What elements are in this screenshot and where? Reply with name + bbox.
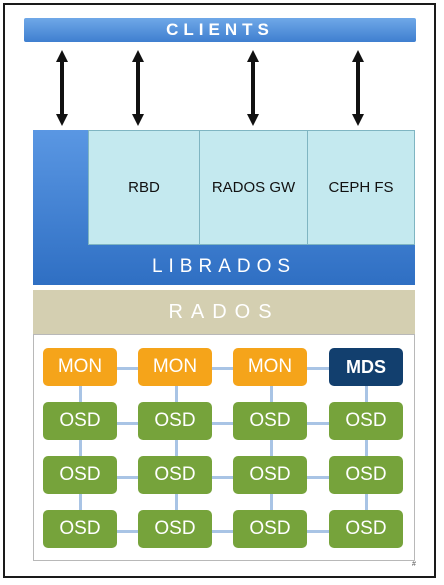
footer-mark: # bbox=[412, 561, 416, 568]
bidirectional-arrow bbox=[352, 50, 364, 126]
connector-line bbox=[175, 365, 178, 535]
osd-node: OSD bbox=[43, 402, 117, 440]
rados-gw-box: RADOS GW bbox=[199, 130, 308, 245]
connector-line bbox=[74, 422, 364, 425]
osd-node: OSD bbox=[329, 456, 403, 494]
connector-line bbox=[365, 365, 368, 535]
cluster-grid: MON MON MON MDS OSD OSD OSD OSD OSD OSD … bbox=[33, 334, 415, 561]
osd-node: OSD bbox=[233, 510, 307, 548]
osd-node: OSD bbox=[43, 510, 117, 548]
connector-line bbox=[74, 476, 364, 479]
connector-line bbox=[74, 367, 364, 370]
clients-bar: CLIENTS bbox=[24, 18, 416, 42]
bidirectional-arrow bbox=[132, 50, 144, 126]
osd-node: OSD bbox=[43, 456, 117, 494]
rados-bar: RADOS bbox=[33, 290, 415, 334]
osd-node: OSD bbox=[138, 510, 212, 548]
bidirectional-arrow bbox=[247, 50, 259, 126]
mon-node: MON bbox=[43, 348, 117, 386]
mon-node: MON bbox=[233, 348, 307, 386]
connector-line bbox=[74, 530, 364, 533]
mon-node: MON bbox=[138, 348, 212, 386]
rbd-box: RBD bbox=[88, 130, 200, 245]
osd-node: OSD bbox=[138, 402, 212, 440]
connector-line bbox=[270, 365, 273, 535]
osd-node: OSD bbox=[329, 402, 403, 440]
librados-label: LIBRADOS bbox=[151, 256, 297, 277]
mds-node: MDS bbox=[329, 348, 403, 386]
ceph-fs-box: CEPH FS bbox=[307, 130, 415, 245]
osd-node: OSD bbox=[233, 402, 307, 440]
osd-node: OSD bbox=[233, 456, 307, 494]
bidirectional-arrow bbox=[56, 50, 68, 126]
connector-line bbox=[79, 365, 82, 535]
osd-node: OSD bbox=[138, 456, 212, 494]
osd-node: OSD bbox=[329, 510, 403, 548]
